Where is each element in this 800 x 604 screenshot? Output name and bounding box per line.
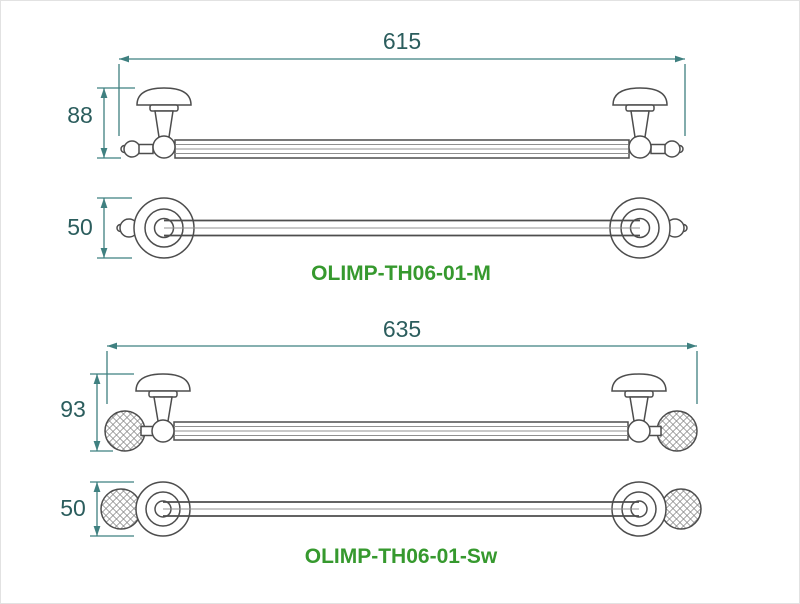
right-finial-ball — [663, 140, 681, 158]
arrow-up-icon — [100, 88, 108, 98]
dim-depth-sw: 50 — [60, 481, 134, 537]
left-crystal-knob-top — [100, 488, 142, 530]
right-post-ball — [627, 419, 651, 443]
front-view-m — [120, 87, 684, 159]
left-wall-mount — [135, 373, 191, 392]
front-view-sw — [104, 373, 698, 452]
product-label-sw: OLIMP-TH06-01-Sw — [305, 545, 498, 568]
dim-depth-sw-value: 50 — [60, 495, 86, 521]
right-crystal-knob-top — [660, 488, 702, 530]
dim-length-sw: 635 — [106, 316, 698, 404]
arrow-left-icon — [119, 55, 129, 63]
dim-depth-m-value: 50 — [67, 214, 93, 240]
dim-height-sw: 93 — [60, 373, 134, 452]
dim-height-m: 88 — [67, 87, 135, 159]
top-view-sw — [100, 481, 702, 537]
arrow-right-icon — [675, 55, 685, 63]
arrow-down-icon — [100, 148, 108, 158]
arrow-down-icon — [93, 526, 101, 536]
arrow-up-icon — [100, 198, 108, 208]
left-wall-mount — [136, 87, 192, 106]
right-wall-mount — [611, 373, 667, 392]
arrow-down-icon — [100, 248, 108, 258]
dim-height-m-value: 88 — [67, 102, 93, 128]
dim-length-m: 615 — [118, 28, 686, 136]
right-wall-mount — [612, 87, 668, 106]
top-view-m — [116, 197, 688, 259]
left-post-ball — [151, 419, 175, 443]
arrow-up-icon — [93, 374, 101, 384]
left-finial-ball — [123, 140, 141, 158]
left-post-ball — [152, 135, 176, 159]
right-post-ball — [628, 135, 652, 159]
left-crystal-knob — [104, 410, 146, 452]
arrow-up-icon — [93, 482, 101, 492]
arrow-down-icon — [93, 441, 101, 451]
arrow-right-icon — [687, 342, 697, 350]
dim-height-sw-value: 93 — [60, 396, 86, 422]
arrow-left-icon — [107, 342, 117, 350]
dim-length-m-value: 615 — [383, 28, 421, 54]
dim-length-sw-value: 635 — [383, 316, 421, 342]
right-crystal-knob — [656, 410, 698, 452]
product-label-m: OLIMP-TH06-01-M — [311, 262, 491, 285]
dim-depth-m: 50 — [67, 197, 132, 259]
